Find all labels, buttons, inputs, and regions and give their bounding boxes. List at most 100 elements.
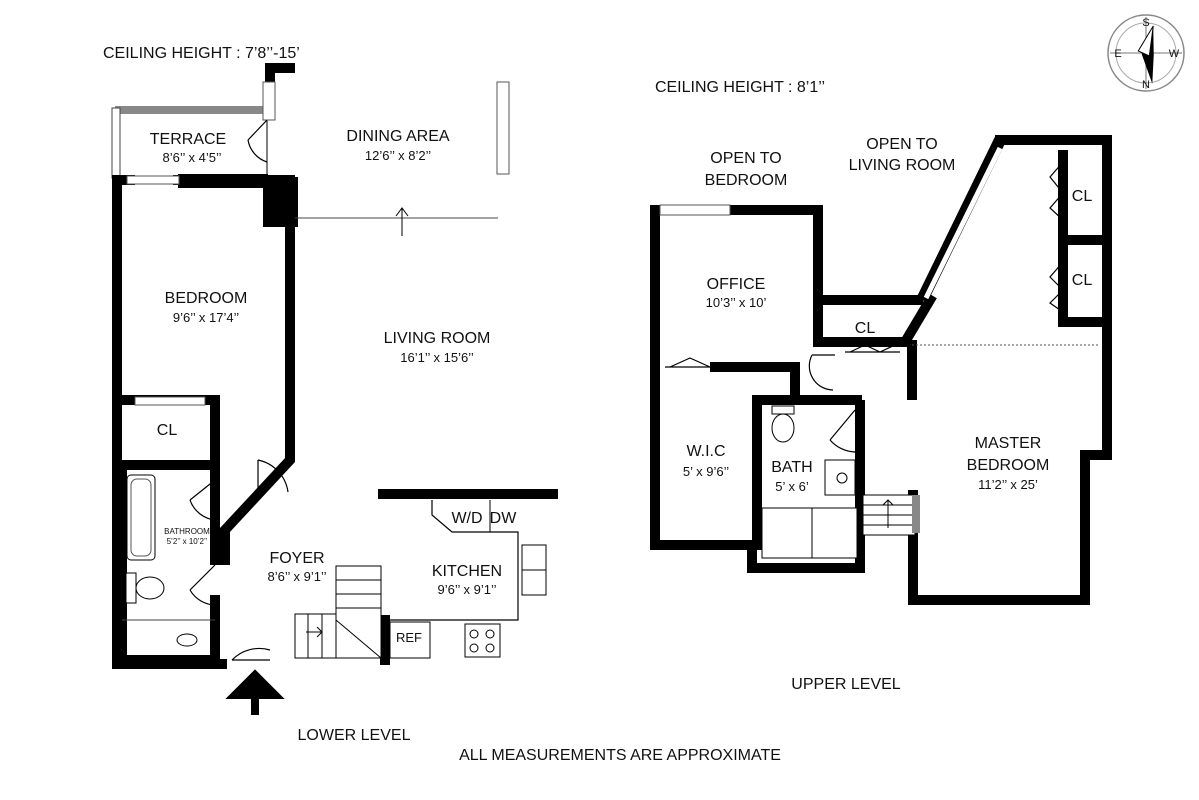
lower-level-label: LOWER LEVEL <box>298 727 411 744</box>
compass-icon: S W N E <box>1107 14 1185 92</box>
master-angled-wall <box>916 137 1006 303</box>
open-bedroom-line2: BEDROOM <box>705 172 788 189</box>
kitchen-name: KITCHEN <box>432 563 502 580</box>
dw-label: DW <box>490 510 518 527</box>
upper-level-label: UPPER LEVEL <box>791 676 900 693</box>
closet-bottom-name: CL <box>1072 272 1093 289</box>
compass-label-e: E <box>1114 48 1121 60</box>
terrace-wall <box>178 174 268 188</box>
bedroom-dim: 9’6’’ x 17’4’’ <box>173 310 239 325</box>
living-dim: 16’1’’ x 15’6’’ <box>400 350 474 365</box>
stair-rail <box>912 495 920 533</box>
upper-outer-wall-left <box>650 205 865 573</box>
foyer-dim: 8’6’’ x 9’1’’ <box>267 569 326 584</box>
lower-ceiling-label: CEILING HEIGHT : 7’8’’-15’ <box>103 45 300 62</box>
foyer-name: FOYER <box>269 550 324 567</box>
terrace-name: TERRACE <box>150 131 226 148</box>
bathroom-door-2 <box>189 564 216 606</box>
closet-post <box>1058 230 1068 252</box>
terrace-outline <box>116 107 268 177</box>
upper-level-plan: CEILING HEIGHT : 8’1’’ OPEN TO BEDROOM O… <box>650 79 1112 693</box>
bath-drain <box>836 472 848 484</box>
entry-arrow-icon <box>225 669 285 715</box>
entry-door <box>231 647 271 661</box>
bathroom-door <box>189 479 216 521</box>
bathroom-name: BATHROOM <box>164 527 210 536</box>
bathroom-dim: 5’2’’ x 10’2’’ <box>167 537 208 546</box>
open-bedroom-line1: OPEN TO <box>710 150 781 167</box>
closet-mid-wall <box>813 293 937 347</box>
refrigerator <box>389 621 431 659</box>
toilet-bowl <box>135 576 165 600</box>
stairs <box>294 565 382 659</box>
closet-mid-name: CL <box>855 320 876 337</box>
burner-icon <box>485 629 495 639</box>
bath-sink <box>824 459 856 496</box>
office-door <box>808 354 835 391</box>
terrace-door <box>247 119 268 163</box>
bath-toilet <box>771 413 795 443</box>
bedroom-name: BEDROOM <box>165 290 248 307</box>
master-dim: 11’2’’ x 25’ <box>978 477 1038 492</box>
closet-mid-door <box>845 344 900 353</box>
sink <box>176 633 198 647</box>
wd-label: W/D <box>451 510 482 527</box>
living-name: LIVING ROOM <box>384 330 491 347</box>
office-name: OFFICE <box>707 276 766 293</box>
terrace-side-rail <box>111 107 121 179</box>
dining-window-right <box>496 81 510 175</box>
stove <box>464 623 501 658</box>
lower-level-plan: CEILING HEIGHT : 7’8’’-15’ TERRACE 8’6’’… <box>103 45 558 744</box>
master-outer-wall <box>908 135 1112 605</box>
bath-name: BATH <box>771 459 812 476</box>
stair-arrow-icon <box>882 499 894 528</box>
compass-label-n: N <box>1142 79 1150 91</box>
closet-top-door <box>1049 161 1064 221</box>
master-angled-window <box>923 146 1003 300</box>
step-arrow <box>395 207 409 236</box>
master-name-line1: MASTER <box>975 435 1042 452</box>
wic-name: W.I.C <box>686 443 725 460</box>
bedroom-door <box>257 459 289 495</box>
bath-door <box>829 409 856 453</box>
shower <box>761 507 858 559</box>
closet-top-name: CL <box>1072 188 1093 205</box>
bathtub <box>126 474 156 561</box>
closet-door <box>134 396 206 406</box>
column <box>263 177 298 227</box>
bath-wall <box>752 395 862 550</box>
kitchen-dim: 9’6’’ x 9’1’’ <box>437 582 496 597</box>
compass-label-s: S <box>1142 17 1149 29</box>
closet-right-walls <box>1058 150 1107 327</box>
open-living-line2: LIVING ROOM <box>849 157 956 174</box>
toilet-tank <box>125 572 137 604</box>
dining-name: DINING AREA <box>346 128 449 145</box>
compass-label-w: W <box>1169 48 1180 60</box>
bedroom-window <box>126 175 180 185</box>
bath-dim: 5’ x 6’ <box>775 479 809 494</box>
burner-icon <box>469 629 479 639</box>
kitchen-counter <box>390 500 519 621</box>
burner-icon <box>485 643 495 653</box>
office-wic-wall <box>710 362 800 403</box>
upper-ceiling-label: CEILING HEIGHT : 8’1’’ <box>655 79 825 96</box>
dining-window-left <box>262 81 276 121</box>
master-name-line2: BEDROOM <box>967 457 1050 474</box>
terrace-rail <box>115 106 267 114</box>
disclaimer: ALL MEASUREMENTS ARE APPROXIMATE <box>459 747 781 764</box>
office-dim: 10’3’’ x 10’ <box>706 295 767 310</box>
wic-dim: 5’ x 9’6’’ <box>683 464 729 479</box>
dining-dim: 12’6’’ x 8’2’’ <box>365 148 431 163</box>
wic-door <box>665 357 715 368</box>
bath-toilet-tank <box>771 405 795 415</box>
terrace-dim: 8’6’’ x 4’5’’ <box>162 150 221 165</box>
office-window <box>659 204 731 216</box>
bathroom-wall <box>117 460 220 665</box>
burner-icon <box>469 643 479 653</box>
closet-name: CL <box>157 422 178 439</box>
open-living-line1: OPEN TO <box>866 136 937 153</box>
ref-label: REF <box>396 630 422 645</box>
bathtub-inner <box>130 478 152 557</box>
closet-bottom-door <box>1049 261 1064 313</box>
